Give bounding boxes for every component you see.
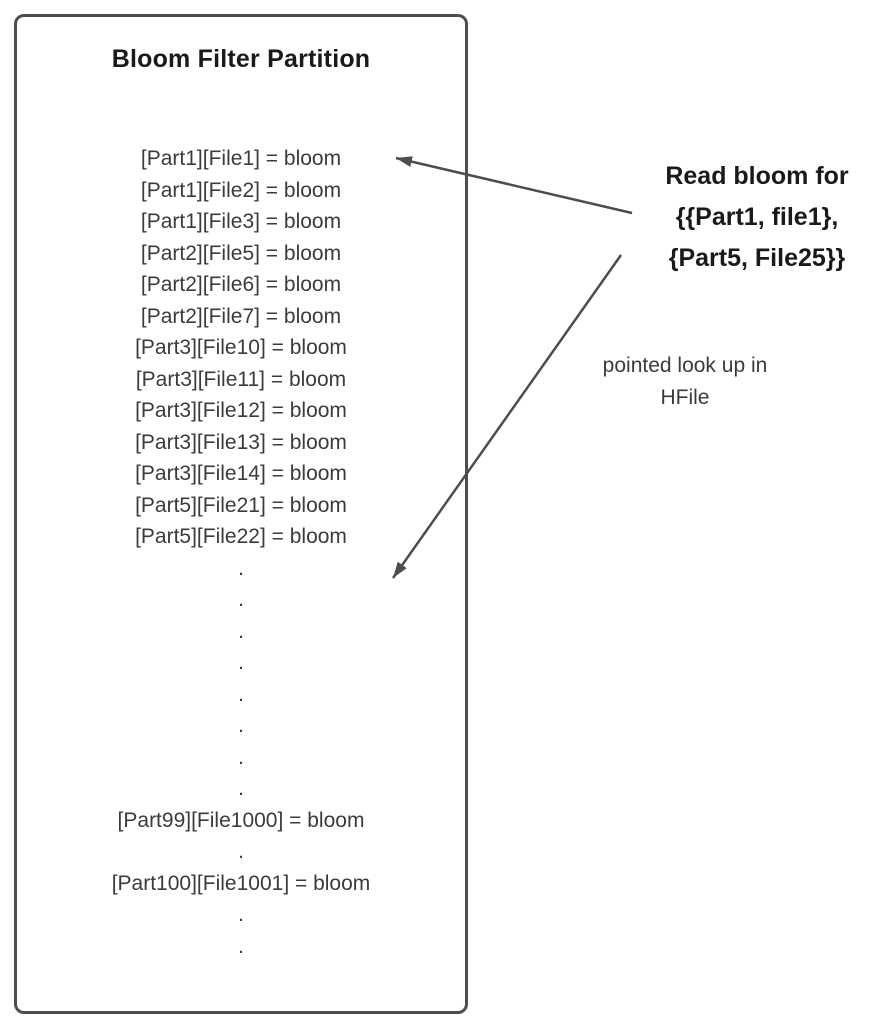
partition-box-title: Bloom Filter Partition <box>111 45 371 73</box>
partition-entry: . <box>238 651 244 674</box>
partition-entry: [Part3][File10] = bloom <box>135 336 347 359</box>
read-bloom-annotation: Read bloom for {{Part1, file1}, {Part5, … <box>665 162 849 272</box>
partition-entry: [Part2][File6] = bloom <box>140 273 342 296</box>
partition-entry: [Part99][File1000] = bloom <box>117 808 365 832</box>
partition-entry: . <box>238 556 244 580</box>
partition-entry: [Part1][File2] = bloom <box>140 178 342 202</box>
partition-entry: . <box>238 682 244 706</box>
partition-entry: . <box>238 745 244 769</box>
partition-entry: [Part5][File21] = bloom <box>135 493 347 517</box>
partition-entry: [Part3][File12] = bloom <box>135 399 347 422</box>
partition-entry-list: [Part1][File1] = bloom [Part1][File2] = … <box>17 143 465 962</box>
partition-entry: . <box>238 588 244 611</box>
partition-entry: [Part5][File22] = bloom <box>135 525 347 548</box>
partition-entry: . <box>238 840 244 863</box>
partition-entry: [Part2][File7] = bloom <box>140 304 342 328</box>
partition-entry: . <box>238 903 244 926</box>
pointed-lookup-annotation: pointed look up in HFile <box>602 354 768 409</box>
partition-entry: . <box>238 619 244 643</box>
partition-entry: [Part3][File13] = bloom <box>135 430 347 454</box>
bloom-filter-partition-box: Bloom Filter Partition [Part1][File1] = … <box>14 14 468 1014</box>
partition-entry: [Part100][File1001] = bloom <box>111 871 371 895</box>
partition-entry: [Part1][File3] = bloom <box>140 210 342 233</box>
partition-entry: [Part2][File5] = bloom <box>140 241 342 265</box>
partition-entry: . <box>238 777 244 800</box>
partition-entry: [Part3][File11] = bloom <box>135 367 347 391</box>
partition-entry: [Part1][File1] = bloom <box>140 147 342 170</box>
partition-entry: . <box>238 934 244 958</box>
partition-entry: . <box>238 714 244 737</box>
partition-entry: [Part3][File14] = bloom <box>135 462 347 485</box>
